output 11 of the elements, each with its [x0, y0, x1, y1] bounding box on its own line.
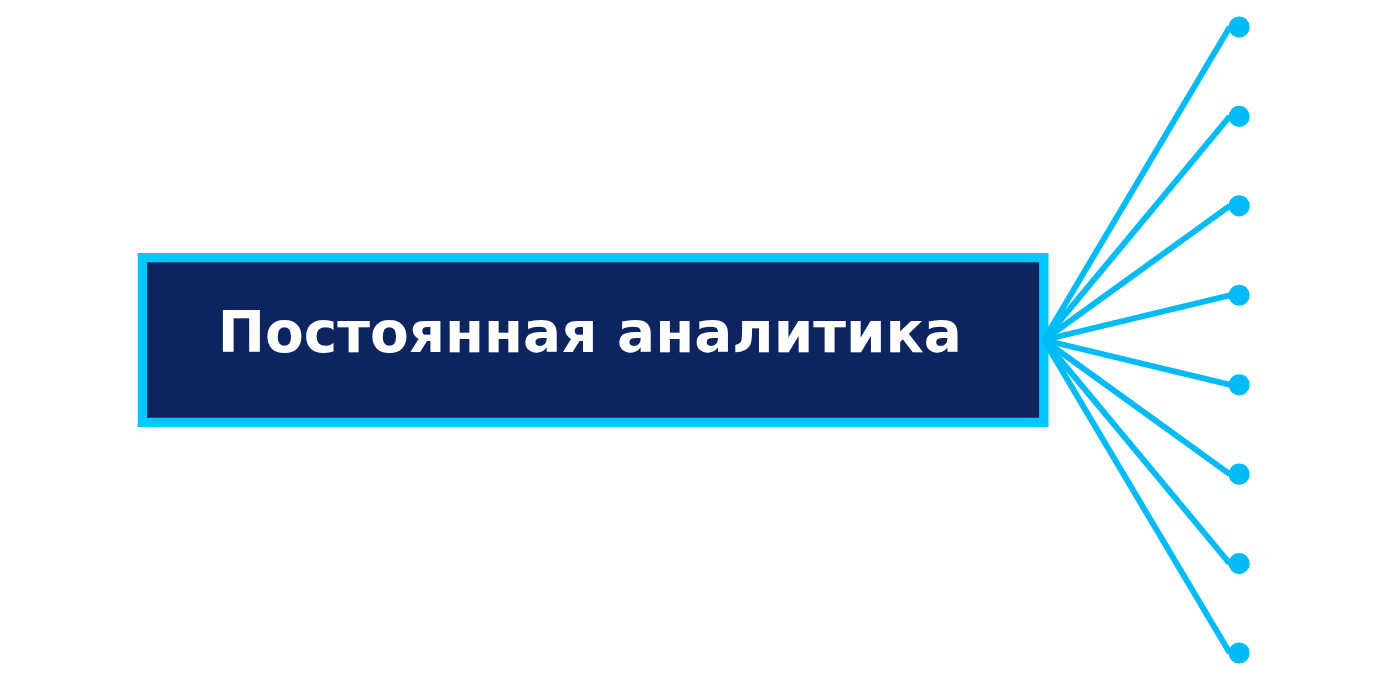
node-circle	[1228, 463, 1250, 485]
node-circle	[1228, 16, 1250, 38]
node-circle	[1228, 553, 1250, 575]
node-circle	[1228, 105, 1250, 127]
node-box: Постоянная аналитика	[137, 252, 1049, 428]
connector	[1040, 338, 1232, 655]
node-circle	[1228, 642, 1250, 664]
node-circle	[1228, 284, 1250, 306]
node-circle	[1228, 195, 1250, 217]
node-circle	[1228, 374, 1250, 396]
connector	[1040, 25, 1232, 342]
